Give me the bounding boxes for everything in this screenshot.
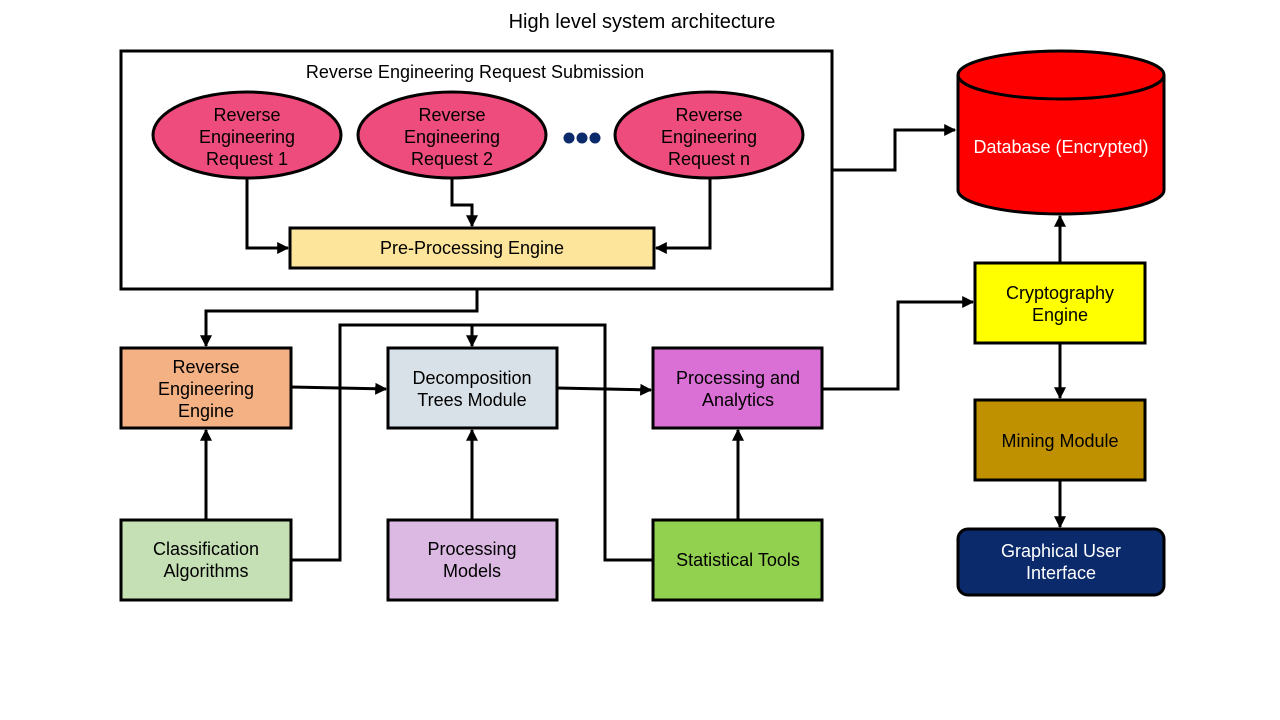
arrow-analytics-to-cryptography bbox=[822, 296, 975, 391]
ellipsis-dots-icon bbox=[563, 132, 601, 144]
database-label-line: Database (Encrypted) bbox=[973, 137, 1148, 157]
preprocessing-engine-node: Pre-Processing Engine bbox=[288, 226, 656, 270]
request-node-n-label-line: Reverse bbox=[675, 105, 742, 125]
database-label: Database (Encrypted) bbox=[973, 137, 1148, 157]
gui-label-line: Interface bbox=[1026, 563, 1096, 583]
preprocessing-engine-label-line: Pre-Processing Engine bbox=[380, 238, 564, 258]
submission-frame-label: Reverse Engineering Request Submission bbox=[306, 62, 644, 82]
gui-label-line: Graphical User bbox=[1001, 541, 1121, 561]
arrow-requestn-to-preprocessing bbox=[654, 178, 712, 254]
arrow-submission-to-reverse-engine bbox=[200, 289, 479, 348]
statistical-tools-label-line: Statistical Tools bbox=[676, 550, 800, 570]
request-node-n-label-line: Request n bbox=[668, 149, 750, 169]
request-node-1-label-line: Request 1 bbox=[206, 149, 288, 169]
classification-algorithms-label-line: Classification bbox=[153, 539, 259, 559]
request-node-2-label-line: Engineering bbox=[404, 127, 500, 147]
request-node-2-label-line: Reverse bbox=[418, 105, 485, 125]
diagram-title: High level system architecture bbox=[509, 11, 776, 33]
preprocessing-engine-label: Pre-Processing Engine bbox=[380, 238, 564, 258]
arrow-request2-to-preprocessing bbox=[450, 178, 478, 228]
request-node-2-label-line: Request 2 bbox=[411, 149, 493, 169]
classification-algorithms-label-line: Algorithms bbox=[163, 561, 248, 581]
processing-analytics-label-line: Processing and bbox=[676, 368, 800, 388]
cryptography-engine-label-line: Engine bbox=[1032, 305, 1088, 325]
request-node-n-label-line: Engineering bbox=[661, 127, 757, 147]
decomposition-trees-label-line: Trees Module bbox=[417, 390, 526, 410]
mining-module-node: Mining Module bbox=[973, 398, 1147, 482]
database-node: Database (Encrypted) bbox=[956, 49, 1166, 216]
request-node-1-label-line: Reverse bbox=[213, 105, 280, 125]
decomposition-trees-label-line: Decomposition bbox=[412, 368, 531, 388]
cryptography-engine-label-line: Cryptography bbox=[1006, 283, 1114, 303]
mining-module-label-line: Mining Module bbox=[1001, 431, 1118, 451]
processing-analytics-label-line: Analytics bbox=[702, 390, 774, 410]
reverse-engineering-engine-label-line: Engine bbox=[178, 401, 234, 421]
mining-module-label: Mining Module bbox=[1001, 431, 1118, 451]
arrow-classification-to-decomposition bbox=[291, 323, 478, 562]
statistical-tools-node: Statistical Tools bbox=[651, 518, 824, 602]
reverse-engineering-engine-label-line: Reverse bbox=[172, 357, 239, 377]
reverse-engineering-engine-label-line: Engineering bbox=[158, 379, 254, 399]
processing-models-label-line: Models bbox=[443, 561, 501, 581]
processing-models-label-line: Processing bbox=[427, 539, 516, 559]
connector-statistical-to-decomposition bbox=[472, 323, 653, 562]
request-node-1-label-line: Engineering bbox=[199, 127, 295, 147]
arrow-request1-to-preprocessing bbox=[245, 178, 290, 254]
statistical-tools-label: Statistical Tools bbox=[676, 550, 800, 570]
arrow-submission-to-database bbox=[832, 124, 957, 172]
